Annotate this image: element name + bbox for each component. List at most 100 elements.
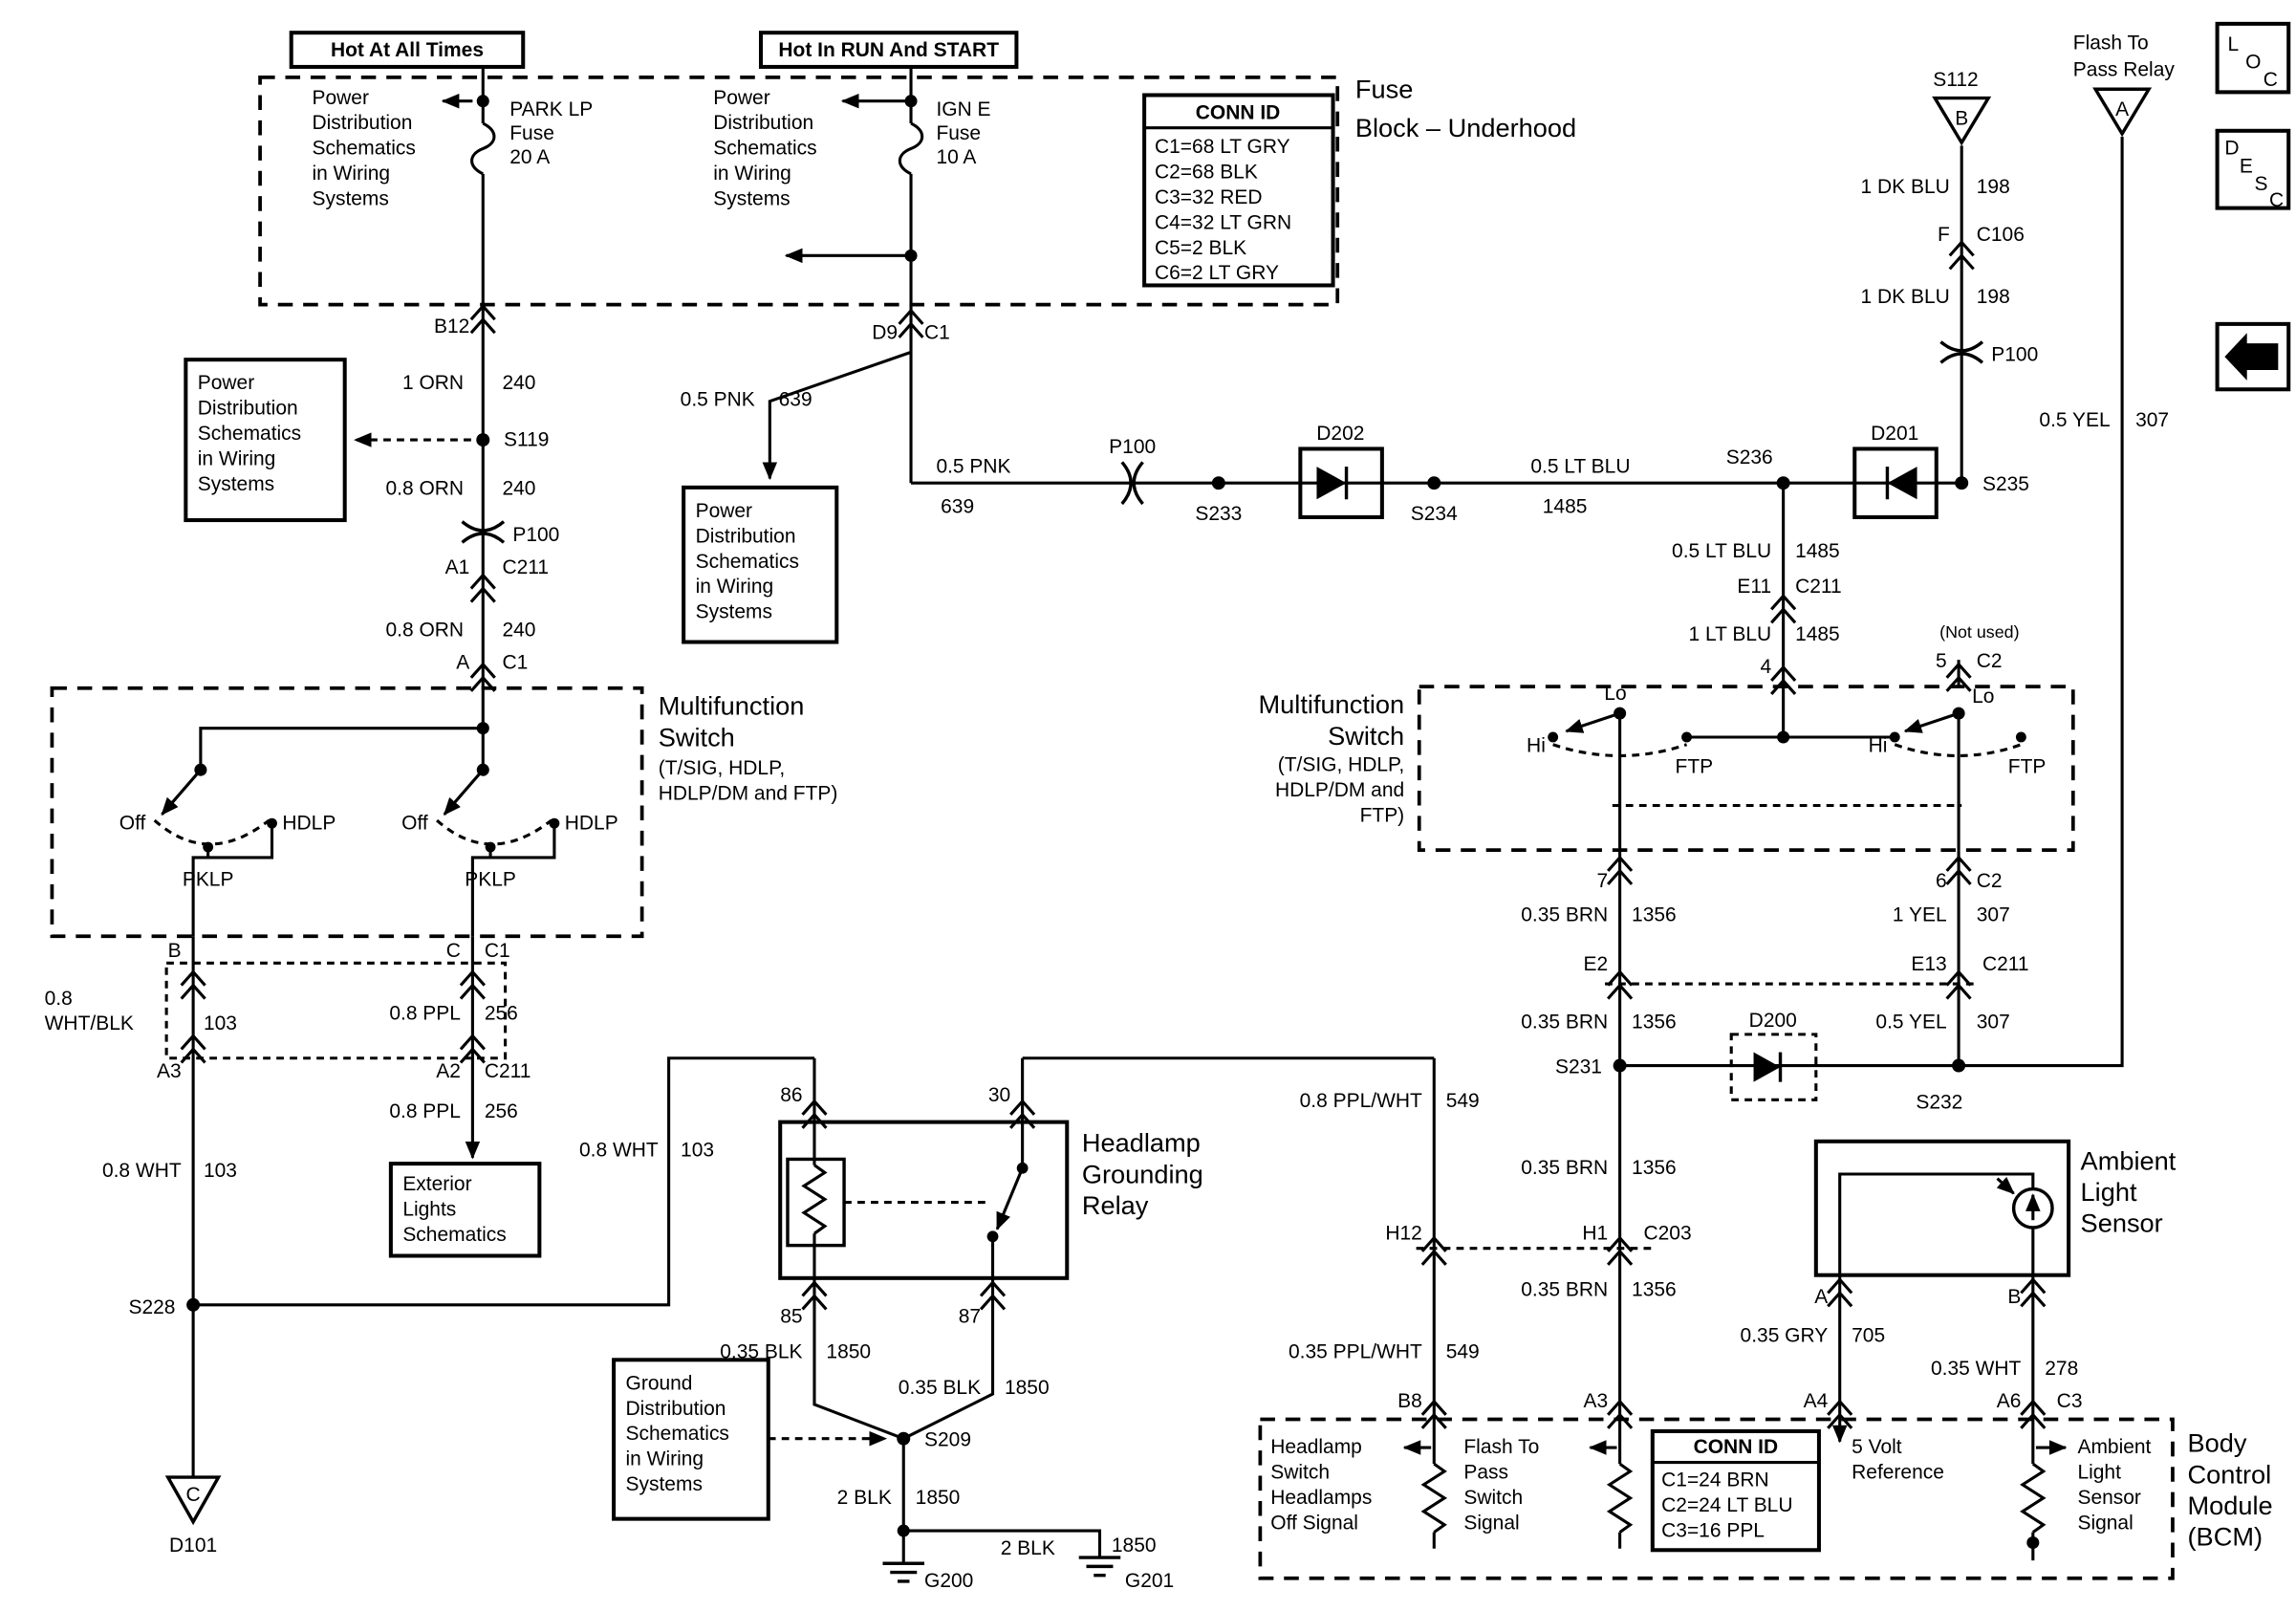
ign-fuse-rating: 10 A <box>936 146 976 168</box>
bcm-resistor-headlamp <box>1420 1462 1448 1534</box>
legend-desc-e: E <box>2240 155 2253 177</box>
wire-brn-gauge-4: 0.35 BRN <box>1521 1278 1608 1300</box>
desc-legend-box <box>2215 128 2291 210</box>
mf-left-off-2: Off <box>401 812 428 834</box>
conn-c211-label-2: C211 <box>485 1060 531 1082</box>
wire-yel05-circuit-2: 307 <box>1977 1012 2010 1034</box>
legend-desc-c: C <box>2269 189 2284 211</box>
light-sensor-icon <box>2011 1186 2054 1230</box>
junction-dots-layer <box>186 95 2040 1550</box>
ground-dist-4: in Wiring <box>626 1448 704 1470</box>
d101-triangle <box>164 1475 222 1526</box>
power-dist-top-left-1: Power <box>312 87 368 109</box>
mf-left-sub-1: (T/SIG, HDLP, <box>659 757 785 779</box>
wire-blk035-gauge-1: 0.35 BLK <box>720 1341 802 1363</box>
bcm-sig-flash-1: Flash To <box>1463 1436 1539 1458</box>
term-e13: E13 <box>1911 953 1946 975</box>
ambient-title-3: Sensor <box>2081 1208 2163 1238</box>
wire-dkblu-gauge-1: 1 DK BLU <box>1861 176 1950 198</box>
ambient-title-1: Ambient <box>2081 1145 2177 1175</box>
g200-ground-icon <box>880 1561 926 1583</box>
diode-d200-label: D200 <box>1749 1010 1797 1032</box>
banner-hot-at-all-times-box <box>289 31 526 69</box>
mf-right-title-2: Switch <box>1328 721 1404 751</box>
wire-pnk-circuit-2: 639 <box>941 495 974 517</box>
conn-id-underhood-row-3: C3=32 RED <box>1155 186 1262 208</box>
multifunction-switch-right-box <box>1417 685 2075 852</box>
mf-right-title-1: Multifunction <box>1259 689 1405 719</box>
park-fuse-word: Fuse <box>509 122 554 144</box>
wire-yel05-gauge-2: 0.5 YEL <box>1875 1012 1946 1034</box>
relay-pin-85: 85 <box>780 1305 802 1327</box>
conn-c2-label-2: C2 <box>1977 870 2003 892</box>
conn-c3-label: C3 <box>2057 1390 2083 1412</box>
bcm-sig-ambient-4: Signal <box>2077 1513 2133 1535</box>
wire-whtblk-color: WHT/BLK <box>45 1012 134 1034</box>
conn-id-bcm-row-1: C1=24 BRN <box>1661 1469 1768 1491</box>
power-dist-left-2: Distribution <box>198 398 298 420</box>
splice-s228 <box>186 1297 201 1312</box>
conn-id-underhood-row-1: C1=68 LT GRY <box>1155 136 1290 158</box>
power-dist-top-right-1: Power <box>713 87 769 109</box>
conn-c1-label-2: C1 <box>485 940 510 962</box>
power-dist-mid-3: Schematics <box>696 551 799 573</box>
bcm-sig-5v-1: 5 Volt <box>1852 1436 1902 1458</box>
bcm-sig-headlamp-4: Off Signal <box>1270 1513 1358 1535</box>
wire-brn-circuit-4: 1356 <box>1632 1278 1677 1300</box>
wire-08wht-circuit-left: 103 <box>204 1160 237 1182</box>
mf-right-ftp-2: FTP <box>2008 755 2047 777</box>
term-b: B <box>168 940 182 962</box>
p100-connector-mid <box>1120 461 1144 506</box>
power-dist-left-1: Power <box>198 372 254 394</box>
splice-s234-label: S234 <box>1411 503 1458 525</box>
mf-right-sub-2: HDLP/DM and <box>1275 779 1404 801</box>
wire-ltblu05-gauge-1: 0.5 LT BLU <box>1530 455 1630 477</box>
inline-connector-box-left <box>164 961 508 1060</box>
conn-id-underhood-row-5: C5=2 BLK <box>1155 237 1246 259</box>
labels-layer: Hot At All Times Hot In RUN And START Fu… <box>45 32 2285 1592</box>
power-dist-top-left-4: in Wiring <box>312 163 390 185</box>
relay-pin-86: 86 <box>780 1084 802 1106</box>
park-fuse-rating: 20 A <box>509 146 550 168</box>
relay-coil-zigzag <box>801 1164 828 1235</box>
s112-letter: B <box>1955 108 1968 130</box>
term-6: 6 <box>1936 870 1947 892</box>
banner-hot-at-all-times: Hot At All Times <box>331 39 484 61</box>
mf-right-sub-3: FTP) <box>1360 805 1405 827</box>
ground-g200-label: G200 <box>924 1570 973 1592</box>
mf-left-title-2: Switch <box>659 722 735 751</box>
wire-ppl-gauge-1: 0.8 PPL <box>389 1002 461 1024</box>
mf-left-sub-2: HDLP/DM and FTP) <box>659 782 838 804</box>
flash-relay-label-2: Pass Relay <box>2073 58 2176 80</box>
relay-pin-30: 30 <box>988 1084 1010 1106</box>
relay-pin-87: 87 <box>959 1305 981 1327</box>
wire-wht035-circuit: 278 <box>2045 1358 2078 1380</box>
conn-p100-label-mid: P100 <box>1109 436 1156 458</box>
wire-2blk-gauge-1: 2 BLK <box>837 1487 892 1509</box>
bcm-sig-headlamp-3: Headlamps <box>1270 1487 1372 1509</box>
bcm-sig-flash-3: Switch <box>1463 1487 1523 1509</box>
wire-1yel-circuit: 307 <box>1977 904 2010 926</box>
wire-brn-circuit-2: 1356 <box>1632 1012 1677 1034</box>
conn-c211-label-left: C211 <box>502 556 549 578</box>
wire-whtblk-gauge: 0.8 <box>45 988 73 1010</box>
mf-right-lo-2: Lo <box>1972 686 1994 708</box>
g201-ground-icon <box>1076 1556 1122 1578</box>
mf-left-pklp-2: PKLP <box>465 868 516 890</box>
wire-08orn-gauge-1: 0.8 ORN <box>385 478 464 500</box>
wire-pplwht08-gauge: 0.8 PPL/WHT <box>1300 1090 1422 1112</box>
term-f: F <box>1938 224 1950 246</box>
wire-ppl-circuit-1: 256 <box>485 1002 518 1024</box>
wire-brn-gauge-2: 0.35 BRN <box>1521 1012 1608 1034</box>
ambient-title-2: Light <box>2081 1177 2137 1207</box>
splice-s231-label: S231 <box>1555 1056 1602 1078</box>
splice-s209 <box>897 1431 911 1446</box>
ground-g201-label: G201 <box>1125 1570 1174 1592</box>
splice-s209-label: S209 <box>924 1428 971 1450</box>
wire-ltblu1-gauge: 1 LT BLU <box>1689 623 1772 645</box>
power-dist-ref-box-mid <box>682 485 839 644</box>
wire-ppl-gauge-2: 0.8 PPL <box>389 1100 461 1122</box>
term-d9: D9 <box>872 321 898 343</box>
back-arrow-box <box>2215 321 2291 392</box>
flash-to-pass-triangle <box>2092 87 2153 138</box>
